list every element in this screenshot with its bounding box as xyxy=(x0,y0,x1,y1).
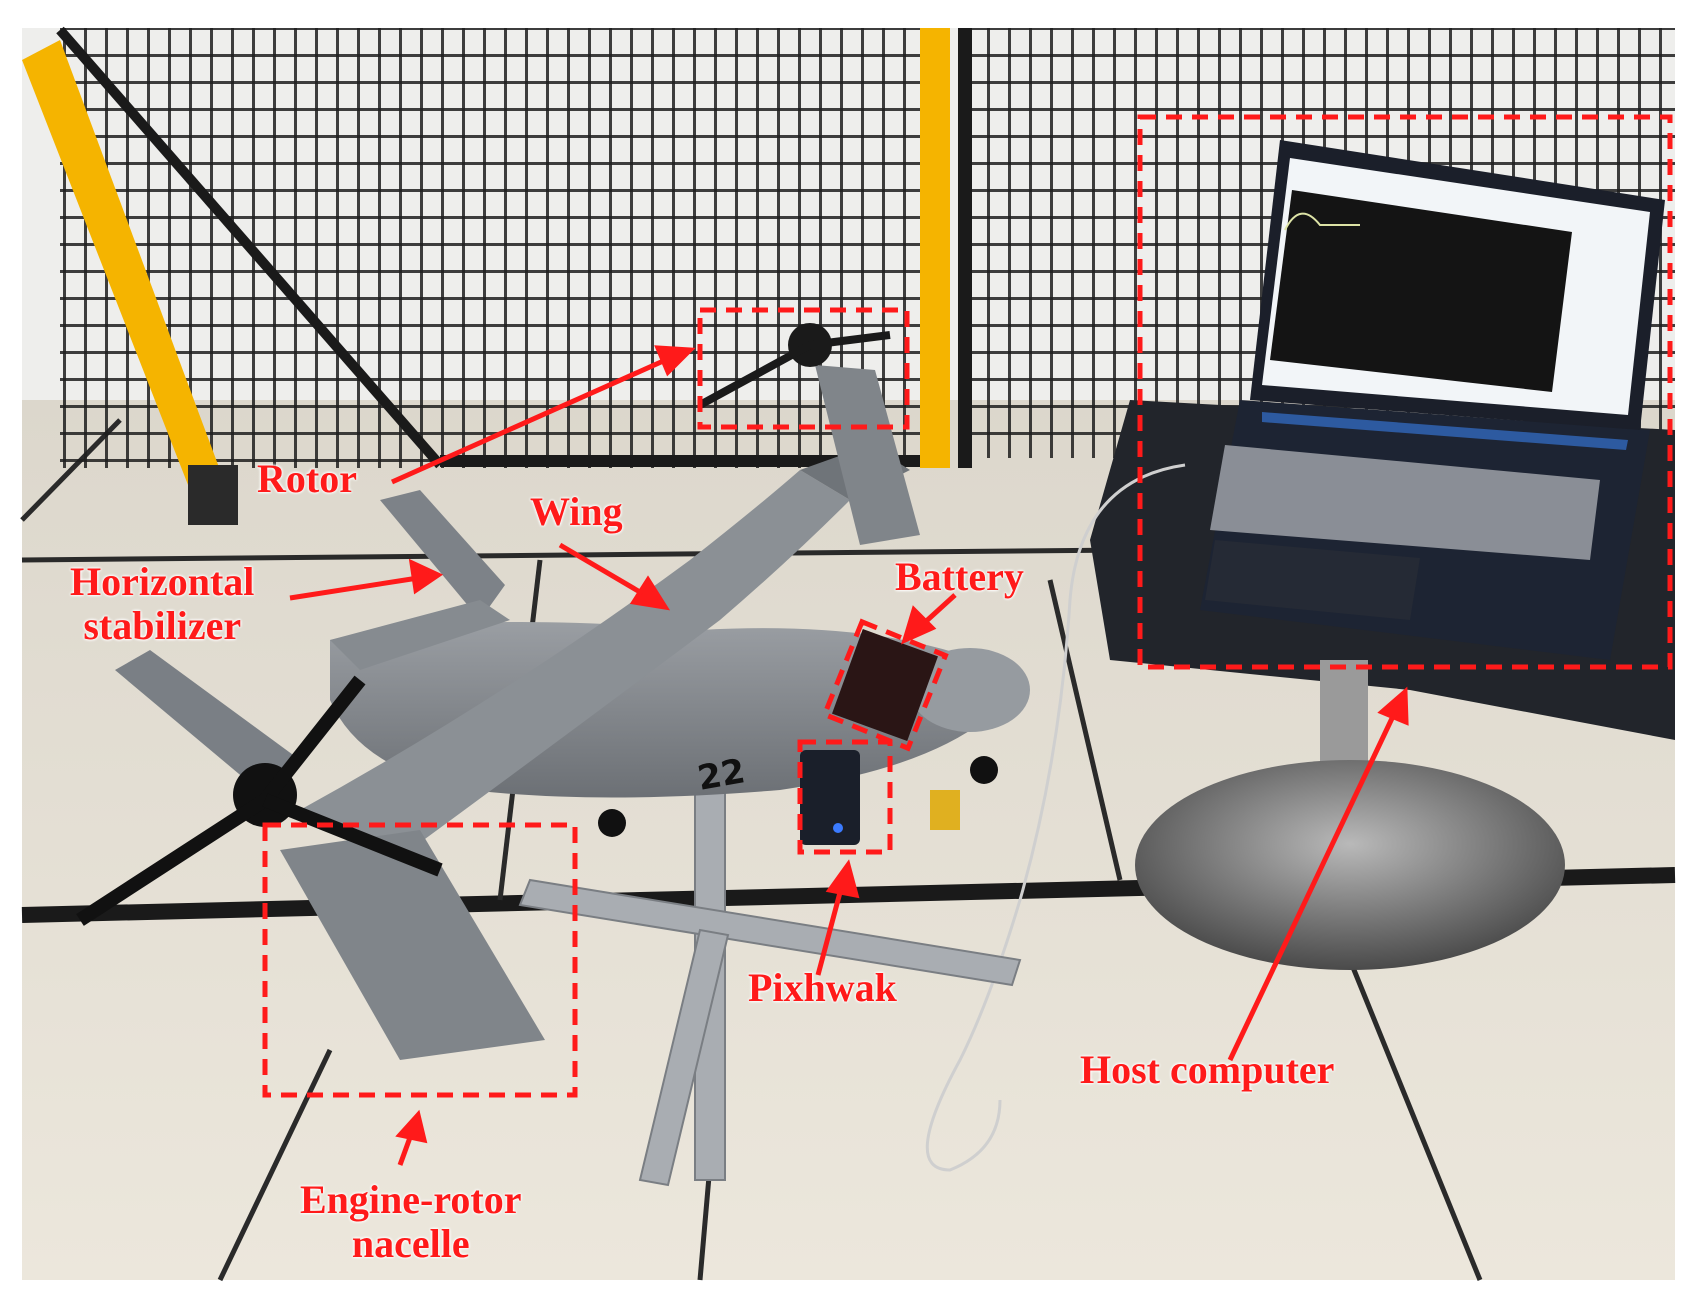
host-computer-arrow xyxy=(1227,710,1398,1062)
host-computer-label: Host computer xyxy=(1080,1047,1335,1092)
usb-cable xyxy=(925,463,1186,1172)
battery-box xyxy=(821,618,949,752)
rotor-box xyxy=(697,307,910,430)
nacelle-box xyxy=(262,822,578,1098)
fence-post xyxy=(920,28,950,468)
test-stand xyxy=(518,779,1022,1187)
aircraft xyxy=(76,323,1030,1060)
stabilizer-arrow xyxy=(289,575,419,601)
engine-rotor-nacelle-label: Engine-rotor nacelle xyxy=(300,1178,521,1266)
laptop-illustration xyxy=(1200,140,1665,660)
pixhawk-unit xyxy=(800,750,860,845)
wing-label: Wing xyxy=(530,489,623,534)
fence-post xyxy=(22,40,220,490)
pixhawk-label: Pixhwak xyxy=(748,965,897,1010)
battery-pack xyxy=(832,629,938,741)
horizontal-stabilizer-line2: stabilizer xyxy=(83,603,242,648)
pixhawk-box xyxy=(797,739,893,855)
host-computer-box xyxy=(1137,114,1673,670)
battery-label: Battery xyxy=(895,554,1024,599)
annotation-boxes xyxy=(262,114,1673,1098)
annotation-arrows xyxy=(289,345,1409,1166)
engine-rotor-nacelle-line1: Engine-rotor xyxy=(300,1177,522,1222)
horizontal-stabilizer-label: Horizontal stabilizer xyxy=(70,560,254,648)
wing-arrow xyxy=(558,542,647,598)
engine-rotor-nacelle-line2: nacelle xyxy=(351,1221,470,1266)
horizontal-stabilizer-line1: Horizontal xyxy=(70,559,255,604)
rotor-label: Rotor xyxy=(257,456,357,501)
aircraft-marking: 22 xyxy=(695,751,749,799)
rotor-arrow xyxy=(390,355,672,485)
pixhawk-arrow xyxy=(815,884,845,976)
